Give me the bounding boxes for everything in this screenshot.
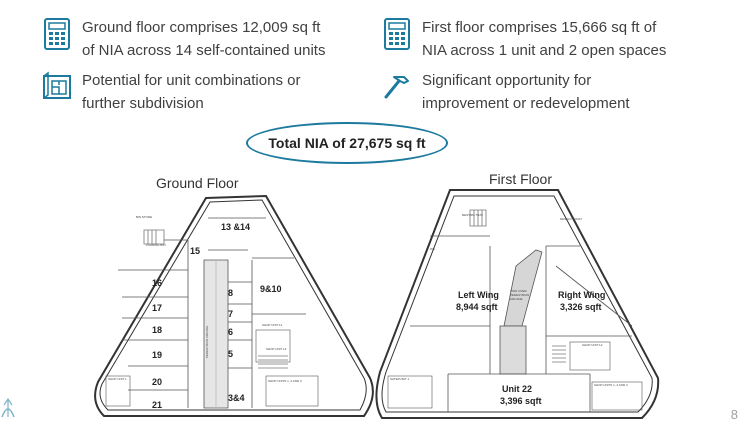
ground-unit-9-10: 9&10: [260, 284, 282, 294]
ground-unit-16: 16: [152, 278, 162, 288]
calculator-icon: [384, 18, 410, 50]
feature-redevelopment: Significant opportunity for improvement …: [382, 69, 722, 115]
ground-unit-21: 21: [152, 400, 162, 410]
ground-unit-20: 20: [152, 377, 162, 387]
feature-line: First floor comprises 15,666 sq ft of: [422, 19, 657, 36]
brand-logo-icon: [1, 397, 15, 418]
first-floor-title: First Floor: [489, 171, 552, 187]
ground-unit-18: 18: [152, 325, 162, 335]
hammer-icon: [384, 76, 409, 99]
svg-text:SHOP UNIT 12: SHOP UNIT 12: [266, 347, 287, 351]
feature-text: Significant opportunity for improvement …: [422, 69, 630, 115]
unit-22-area: 3,396 sqft: [500, 396, 542, 406]
feature-subdivision: Potential for unit combinations or furth…: [42, 69, 352, 115]
svg-text:SHOP UNITS 1, 2 AND 3: SHOP UNITS 1, 2 AND 3: [594, 383, 628, 387]
ground-unit-3-4: 3&4: [228, 393, 245, 403]
svg-text:PEDESTRIAN: PEDESTRIAN: [510, 293, 529, 297]
blueprint-icon: [43, 71, 71, 99]
ground-unit-5: 5: [228, 349, 233, 359]
svg-text:VOID OVER: VOID OVER: [510, 289, 528, 293]
svg-text:WC: WC: [430, 247, 436, 251]
unit-22-name: Unit 22: [502, 384, 532, 394]
ground-unit-7: 7: [228, 309, 233, 319]
ground-floor-title: Ground Floor: [156, 175, 239, 191]
ground-unit-15: 15: [190, 246, 200, 256]
page-number: 8: [730, 407, 738, 422]
ground-unit-17: 17: [152, 303, 162, 313]
feature-text: First floor comprises 15,666 sq ft of NI…: [422, 16, 666, 62]
ground-unit-8: 8: [228, 288, 233, 298]
right-wing-name: Right Wing: [558, 290, 605, 300]
feature-text: Potential for unit combinations or furth…: [82, 69, 300, 115]
svg-text:ARCADE: ARCADE: [510, 297, 523, 301]
svg-text:DESIGN TODAY: DESIGN TODAY: [560, 217, 582, 221]
ground-unit-19: 19: [152, 350, 162, 360]
ground-unit-13-14: 13 &14: [221, 222, 250, 232]
left-wing-area: 8,944 sqft: [456, 302, 498, 312]
svg-text:SATEPUNIT 1: SATEPUNIT 1: [390, 377, 409, 381]
feature-ground-floor: Ground floor comprises 12,009 sq ft of N…: [42, 16, 352, 62]
feature-line: Ground floor comprises 12,009 sq ft: [82, 19, 321, 36]
ground-unit-6: 6: [228, 327, 233, 337]
feature-line: further subdivision: [82, 95, 204, 112]
feature-first-floor: First floor comprises 15,666 sq ft of NI…: [382, 16, 722, 62]
left-wing-name: Left Wing: [458, 290, 499, 300]
svg-text:PEDESTRIAN ARCADE: PEDESTRIAN ARCADE: [205, 326, 209, 358]
ground-floor-plan: BIN STORE LOADING BAY PEDESTRIAN ARCADE …: [94, 194, 374, 417]
svg-text:SHOP UNITS 1, 2 AND 3: SHOP UNITS 1, 2 AND 3: [268, 379, 302, 383]
svg-text:SHOP UNIT 1: SHOP UNIT 1: [108, 377, 127, 381]
svg-text:SHOP UNIT 11: SHOP UNIT 11: [262, 323, 283, 327]
total-nia-badge: Total NIA of 27,675 sq ft: [246, 122, 448, 164]
feature-text: Ground floor comprises 12,009 sq ft of N…: [82, 16, 325, 62]
svg-text:BIN STORE: BIN STORE: [136, 215, 152, 219]
svg-text:SHOP UNIT 12: SHOP UNIT 12: [582, 343, 603, 347]
first-floor-plan: RESTRM TRAY WC DESIGN TODAY VOID OVER PE…: [375, 189, 660, 419]
calculator-icon: [44, 18, 70, 50]
feature-line: of NIA across 14 self-contained units: [82, 42, 326, 59]
feature-line: improvement or redevelopment: [422, 95, 630, 112]
right-wing-area: 3,326 sqft: [560, 302, 602, 312]
svg-text:RESTRM TRAY: RESTRM TRAY: [462, 213, 483, 217]
feature-line: Significant opportunity for: [422, 72, 592, 89]
feature-line: NIA across 1 unit and 2 open spaces: [422, 42, 667, 59]
feature-line: Potential for unit combinations or: [82, 72, 301, 89]
svg-text:LOADING BAY: LOADING BAY: [146, 243, 166, 247]
